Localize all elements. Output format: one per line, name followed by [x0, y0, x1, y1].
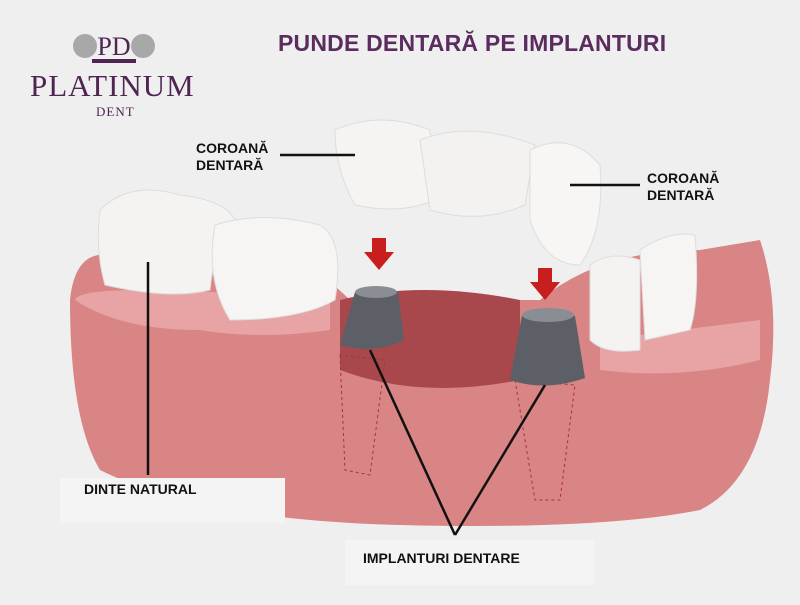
arrow-down-icon [530, 268, 560, 300]
implant-abutment [340, 286, 404, 349]
logo-emblem: PD [73, 32, 155, 63]
label-line: DENTARĂ [196, 157, 264, 173]
logo-sub: DENT [96, 104, 135, 119]
label-crown-right: COROANĂ DENTARĂ [647, 170, 719, 204]
bridge-crowns [334, 119, 602, 266]
logo-monogram: PD [97, 32, 130, 61]
label-crown-left: COROANĂ DENTARĂ [196, 140, 268, 174]
label-line: DENTARĂ [647, 187, 715, 203]
implant-abutment [510, 308, 585, 386]
logo-name: PLATINUM [30, 68, 195, 103]
natural-molar-2 [211, 217, 339, 321]
leader-lines [146, 153, 640, 536]
label-line: COROANĂ [196, 140, 269, 156]
label-natural-tooth: DINTE NATURAL [60, 478, 285, 523]
label-implants: IMPLANTURI DENTARE [345, 540, 595, 585]
label-line: COROANĂ [647, 170, 720, 186]
arrow-down-icon [364, 238, 394, 270]
page-title: PUNDE DENTARĂ PE IMPLANTURI [278, 30, 667, 56]
